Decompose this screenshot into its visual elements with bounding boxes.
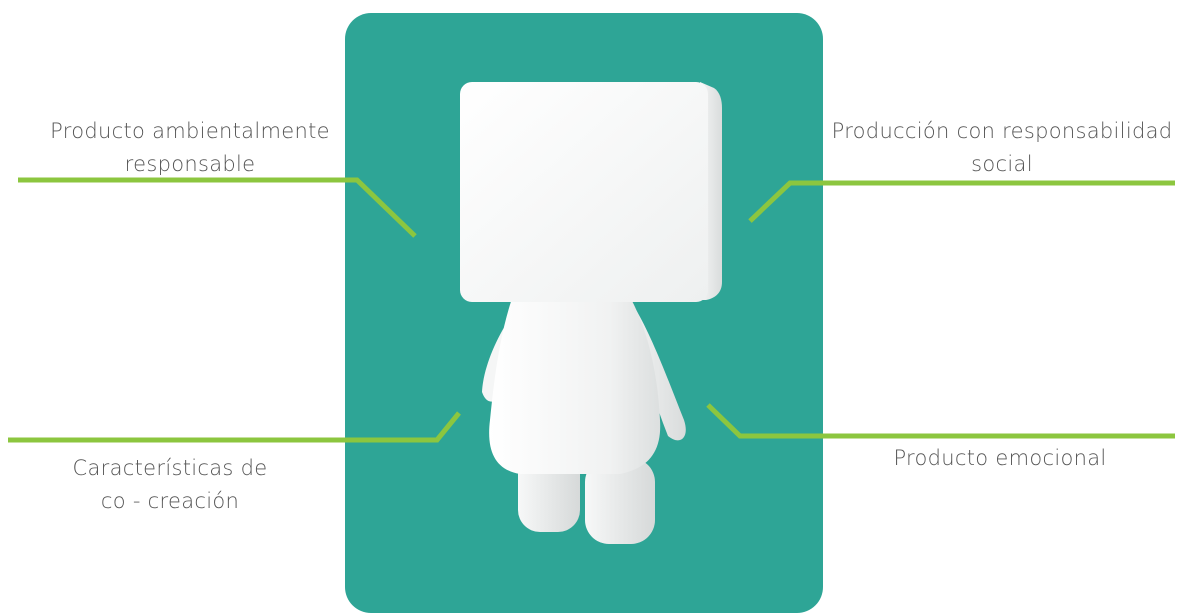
robot-figure: [460, 82, 722, 544]
label-line: social: [822, 148, 1182, 181]
connector-bottom-right: [708, 405, 1175, 436]
label-caracteristicas-co-creacion: Características de co - creación: [40, 452, 300, 518]
label-produccion-responsabilidad-social: Producción con responsabilidad social: [822, 115, 1182, 181]
connector-top-left: [18, 180, 415, 236]
label-line: responsable: [30, 148, 350, 181]
diagram-canvas: Producto ambientalmente responsable Prod…: [0, 0, 1183, 598]
connector-top-right: [750, 183, 1175, 221]
label-producto-emocional: Producto emocional: [860, 442, 1140, 475]
label-line: Producción con responsabilidad: [822, 115, 1182, 148]
label-line: co - creación: [40, 485, 300, 518]
robot-body: [489, 290, 660, 474]
robot-head: [460, 82, 708, 302]
connector-bottom-left: [8, 413, 459, 440]
label-line: Producto emocional: [860, 442, 1140, 475]
label-producto-ambientalmente-responsable: Producto ambientalmente responsable: [30, 115, 350, 181]
label-line: Producto ambientalmente: [30, 115, 350, 148]
label-line: Características de: [40, 452, 300, 485]
